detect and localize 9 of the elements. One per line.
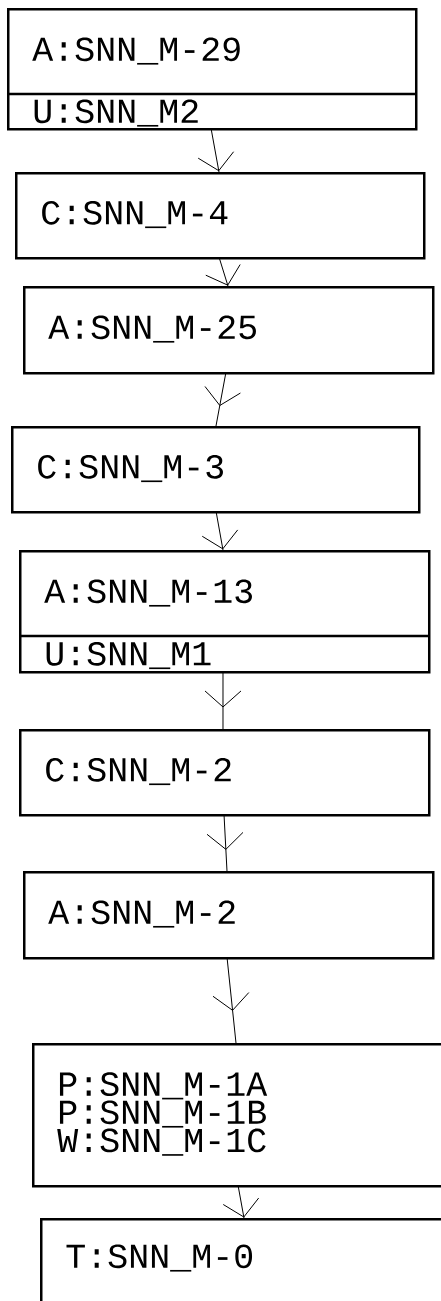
class-box: A:SNN_M-25 [23,286,435,375]
class-box: A:SNN_M-29 U:SNN_M2 [7,8,418,131]
class-box: C:SNN_M-3 [11,426,421,514]
class-box: A:SNN_M-2 [23,871,435,960]
class-box: C:SNN_M-4 [15,172,426,260]
class-box: T:SNN_M-0 [40,1218,441,1301]
class-box: C:SNN_M-2 [19,729,431,817]
class-box: P:SNN_M-1A P:SNN_M-1B W:SNN_M-1C [32,1043,441,1188]
class-box: A:SNN_M-13 U:SNN_M1 [19,550,431,674]
